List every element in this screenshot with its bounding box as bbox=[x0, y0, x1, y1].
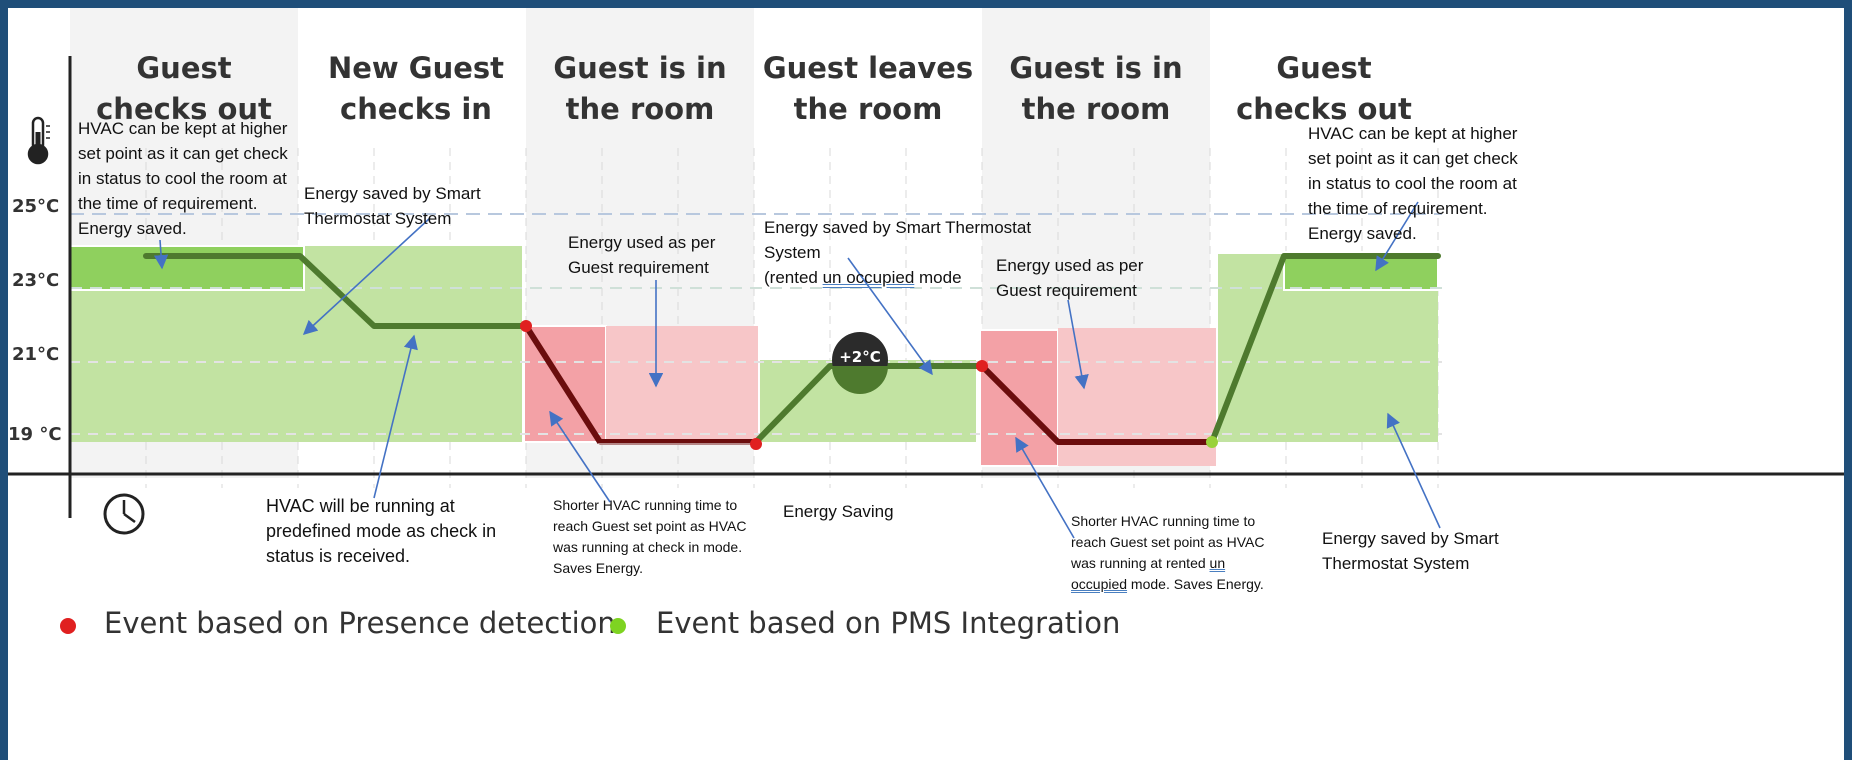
presence-event-dot-3 bbox=[976, 360, 988, 372]
phase-columns bbox=[70, 8, 1210, 478]
y-tick-23: 23°C bbox=[12, 270, 60, 291]
pms-dot-icon bbox=[610, 618, 626, 634]
note-checkout-1: HVAC can be kept at higher set point as … bbox=[78, 119, 288, 238]
axes bbox=[8, 56, 1844, 518]
note-energy-saved-end: Energy saved by Smart Thermostat System bbox=[1322, 529, 1499, 573]
annotation-arrows bbox=[153, 201, 1441, 539]
event-dots bbox=[520, 320, 1218, 450]
note-checkout-2: HVAC can be kept at higher set point as … bbox=[1308, 124, 1518, 243]
phase-header-3: Guest is in the room bbox=[553, 51, 727, 126]
red-zone-light-2 bbox=[1058, 328, 1216, 466]
note-energy-used-1: Energy used as per Guest requirement bbox=[568, 233, 716, 277]
badge-label: +2°C bbox=[839, 348, 881, 366]
note-shorter-2-part-b: un bbox=[1209, 555, 1226, 571]
note-shorter-2-part-c: occupied bbox=[1071, 576, 1128, 592]
presence-event-dot-1 bbox=[520, 320, 532, 332]
profile-red-1 bbox=[523, 323, 759, 445]
note-predefined-mode: HVAC will be running at predefined mode … bbox=[266, 496, 497, 566]
note-shorter-2-part-d: mode. Saves Energy. bbox=[1127, 576, 1264, 592]
phase-header-4: Guest leaves the room bbox=[762, 51, 974, 126]
phase-header-6: Guest checks out bbox=[1236, 51, 1412, 126]
note-energy-saved-1: Energy saved by Smart Thermostat System bbox=[304, 184, 481, 228]
note-energy-saving: Energy Saving bbox=[783, 502, 894, 521]
diagram-canvas: Guest checks out New Guest checks in Gue… bbox=[8, 8, 1844, 760]
pms-event-dot-1 bbox=[1206, 436, 1218, 448]
note-shorter-2-part-a: Shorter HVAC running time to reach Guest… bbox=[1071, 513, 1265, 571]
note-energy-saved-unoccupied-line2a: (rented bbox=[764, 268, 823, 287]
badge-lower-half bbox=[832, 366, 888, 394]
phase-header-1: Guest checks out bbox=[96, 51, 272, 126]
red-zone-2 bbox=[979, 329, 1059, 467]
y-tick-21: 21°C bbox=[12, 344, 60, 365]
phase-header-5: Guest is in the room bbox=[1009, 51, 1183, 126]
thermometer-icon bbox=[27, 116, 50, 165]
clock-icon bbox=[103, 493, 145, 535]
phase-header-2: New Guest checks in bbox=[327, 51, 505, 126]
note-shorter-1: Shorter HVAC running time to reach Guest… bbox=[553, 497, 747, 576]
profile-red-2 bbox=[979, 363, 1215, 445]
temperature-profile bbox=[143, 253, 1441, 445]
profile-green-1 bbox=[143, 253, 525, 329]
note-energy-saved-unoccupied-line1: Energy saved by Smart Thermostat System bbox=[764, 218, 1032, 262]
green-zone-dark-1 bbox=[69, 245, 305, 291]
note-shorter-2: Shorter HVAC running time to reach Guest… bbox=[1071, 490, 1265, 595]
green-zones bbox=[69, 245, 1439, 442]
note-energy-saved-unoccupied: Energy saved by Smart Thermostat System (… bbox=[764, 190, 1031, 290]
note-energy-used-2: Energy used as per Guest requirement bbox=[996, 256, 1144, 300]
presence-event-dot-2 bbox=[750, 438, 762, 450]
note-energy-saved-unoccupied-line2c: mode bbox=[914, 268, 962, 287]
legend-presence-label: Event based on Presence detection bbox=[104, 606, 616, 640]
legend-pms-label: Event based on PMS Integration bbox=[656, 606, 1121, 640]
presence-dot-icon bbox=[60, 618, 76, 634]
y-tick-25: 25°C bbox=[12, 196, 60, 217]
diagram-graphics bbox=[8, 8, 1844, 539]
red-zone-light-1 bbox=[606, 326, 758, 444]
y-tick-19: 19 °C bbox=[8, 424, 62, 445]
note-energy-saved-unoccupied-line2b: un occupied bbox=[822, 268, 915, 287]
